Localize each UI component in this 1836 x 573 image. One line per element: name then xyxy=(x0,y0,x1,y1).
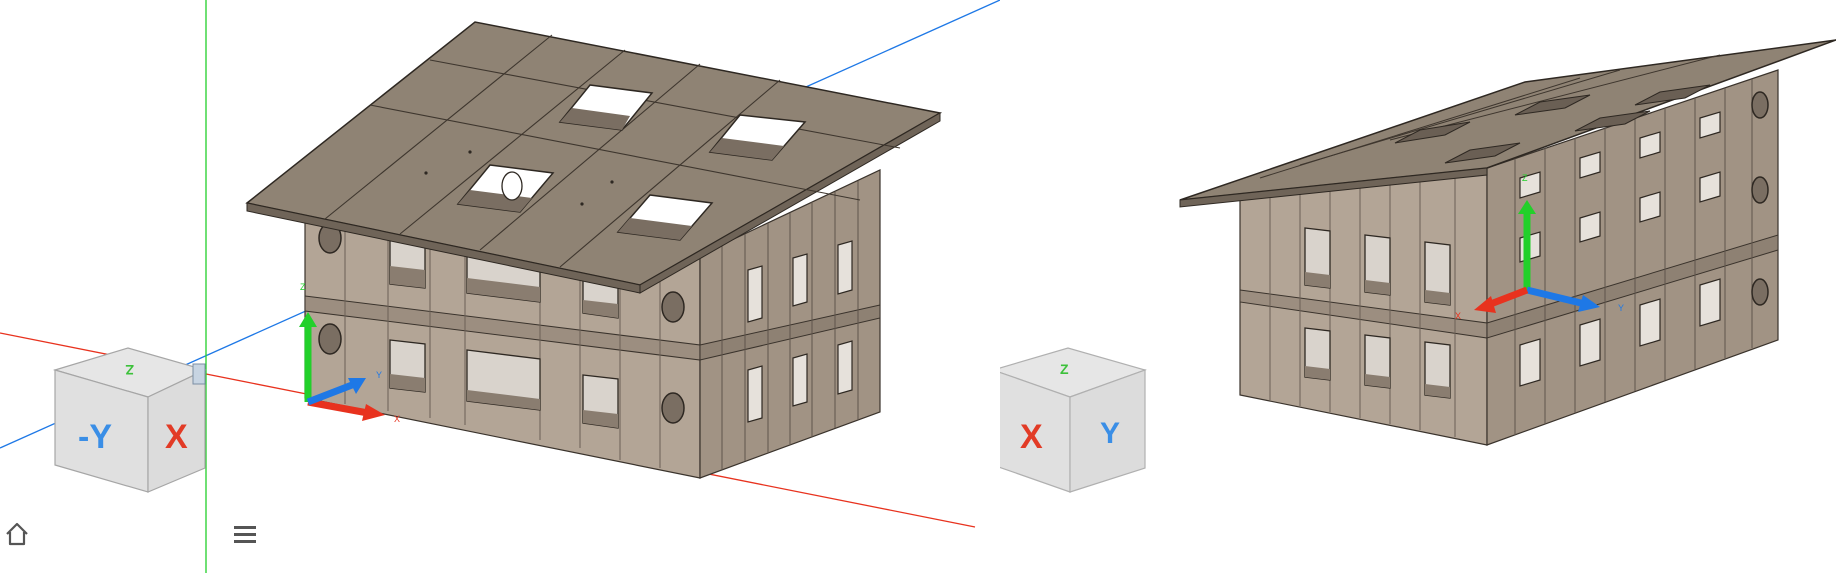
gizmo-y-label: Y xyxy=(376,370,382,380)
menu-button[interactable] xyxy=(228,517,262,551)
hamburger-menu-icon xyxy=(234,526,256,543)
viewcube-top-label: Z xyxy=(125,362,134,378)
side-wall xyxy=(1486,69,1779,446)
viewcube-right[interactable]: Z X Y xyxy=(1000,347,1147,493)
gizmo-z-label: Z xyxy=(300,282,306,292)
axis-gizmo-right: Z Y X xyxy=(1455,173,1624,321)
viewcube-right-label: X xyxy=(165,418,188,456)
viewcube-top-label: Z xyxy=(1060,361,1069,377)
viewcube-left[interactable]: Z -Y X xyxy=(52,347,207,493)
viewcube-right-face xyxy=(1069,369,1146,493)
axis-gizmo-left: Z Y X xyxy=(299,282,400,424)
home-icon xyxy=(6,522,28,546)
viewcube-right-face xyxy=(147,369,206,493)
viewcube-left-label: X xyxy=(1020,418,1043,456)
gizmo-z-label: Z xyxy=(1522,173,1528,183)
gizmo-x-label: X xyxy=(394,414,400,424)
right-scene[interactable]: Z X Y xyxy=(1000,0,1836,573)
house-model-right[interactable] xyxy=(1179,39,1836,446)
viewcube-left-label: -Y xyxy=(78,418,112,456)
left-scene[interactable]: Z Y X Z -Y X xyxy=(0,0,1000,573)
home-button[interactable] xyxy=(0,517,34,551)
viewcube-right-label: Y xyxy=(1100,417,1120,450)
left-viewport[interactable]: Z Y X Z -Y X xyxy=(0,0,1000,573)
viewcube-corner-marker xyxy=(192,363,206,385)
right-viewport[interactable]: Z X Y xyxy=(1000,0,1836,573)
gizmo-x-label: X xyxy=(1455,311,1461,321)
gizmo-y-label: Y xyxy=(1618,303,1624,313)
house-model-left[interactable] xyxy=(245,21,943,479)
